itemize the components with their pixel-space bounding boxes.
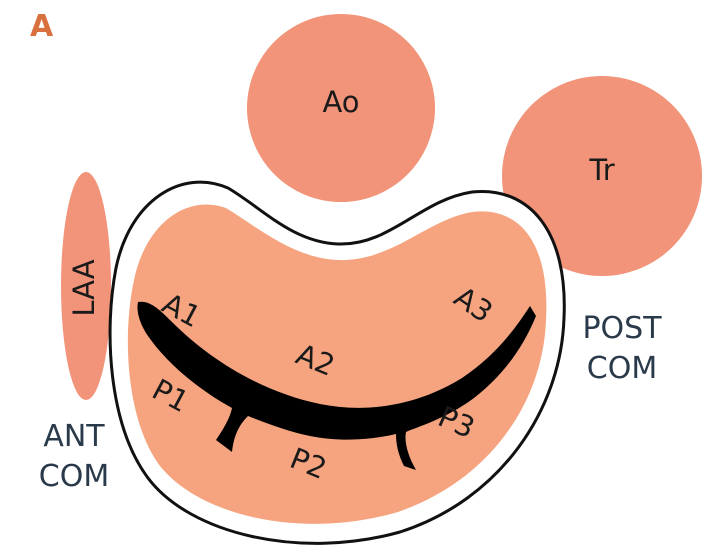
post-com-line1: POST <box>582 311 662 346</box>
laa-label: LAA <box>67 259 101 316</box>
aorta-label: Ao <box>322 85 359 119</box>
post-com-line2: COM <box>587 351 657 386</box>
panel-label: A <box>30 9 54 44</box>
ant-com-line2: COM <box>39 459 109 494</box>
tricuspid-label: Tr <box>588 153 614 187</box>
ant-com-line1: ANT <box>43 419 105 454</box>
